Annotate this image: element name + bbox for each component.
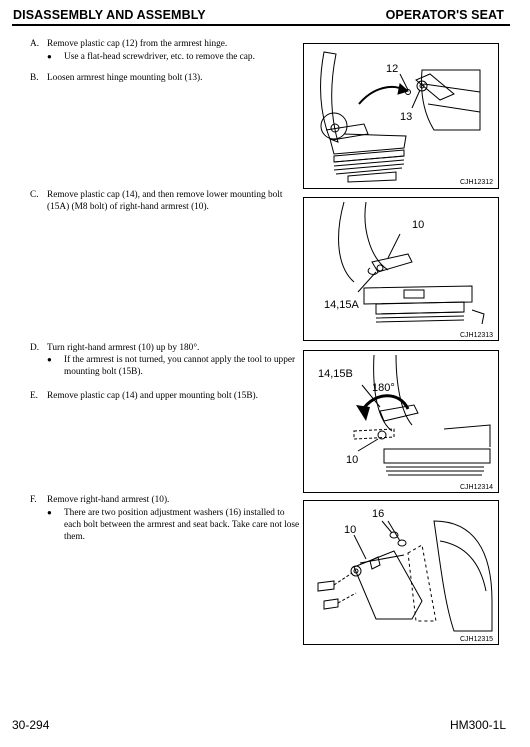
figure-upper-mounting-bolt: 14,15B 180° 10 CJH12314 — [303, 350, 499, 493]
callout-10: 10 — [346, 454, 358, 466]
step-text: Turn right-hand armrest (10) up by 180°. — [47, 343, 200, 353]
step-text: Loosen armrest hinge mounting bolt (13). — [47, 73, 203, 83]
step-a: A. Remove plastic cap (12) from the armr… — [30, 38, 300, 50]
callout-12: 12 — [386, 63, 398, 75]
step-text: Remove right-hand armrest (10). — [47, 495, 170, 505]
callout-13: 13 — [400, 111, 412, 123]
model-number: HM300-1L — [449, 718, 506, 732]
armrest-hinge-illustration: 12 13 CJH12312 — [320, 51, 493, 186]
step-f: F. Remove right-hand armrest (10). — [30, 494, 300, 506]
figure-id: CJH12313 — [460, 332, 493, 339]
step-f-note: ● There are two position adjustment wash… — [47, 507, 301, 543]
step-letter: A. — [30, 39, 40, 49]
note-text: There are two position adjustment washer… — [64, 508, 300, 542]
step-letter: D. — [30, 343, 40, 353]
bullet-icon: ● — [47, 355, 52, 364]
step-c: C. Remove plastic cap (14), and then rem… — [30, 189, 300, 213]
step-text: Remove plastic cap (14) and upper mounti… — [47, 391, 258, 401]
bullet-icon: ● — [47, 508, 52, 517]
step-letter: F. — [30, 495, 37, 505]
callout-180-degrees: 180° — [372, 382, 395, 394]
header-rule — [12, 24, 510, 26]
callout-10: 10 — [412, 219, 424, 231]
note-text: If the armrest is not turned, you cannot… — [64, 355, 296, 377]
section-title: DISASSEMBLY AND ASSEMBLY — [13, 8, 206, 22]
callout-10: 10 — [344, 524, 356, 536]
figure-id: CJH12315 — [460, 636, 493, 643]
callout-16: 16 — [372, 508, 384, 520]
figure-armrest-removal: 16 10 CJH12315 — [303, 500, 499, 645]
bullet-icon: ● — [47, 52, 52, 61]
figure-id: CJH12312 — [460, 179, 493, 186]
step-d-note: ● If the armrest is not turned, you cann… — [47, 354, 301, 378]
lower-bolt-illustration: 10 14,15A CJH12313 — [324, 201, 493, 339]
callout-14-15b: 14,15B — [318, 368, 353, 380]
step-text: Remove plastic cap (12) from the armrest… — [47, 39, 228, 49]
figure-id: CJH12314 — [460, 484, 493, 491]
figure-lower-mounting-bolt: 10 14,15A CJH12313 — [303, 197, 499, 341]
upper-bolt-illustration: 14,15B 180° 10 CJH12314 — [318, 354, 493, 491]
step-text: Remove plastic cap (14), and then remove… — [47, 190, 283, 212]
step-b: B. Loosen armrest hinge mounting bolt (1… — [30, 72, 300, 84]
chapter-title: OPERATOR'S SEAT — [385, 8, 504, 22]
step-d: D. Turn right-hand armrest (10) up by 18… — [30, 342, 300, 354]
step-letter: B. — [30, 73, 39, 83]
armrest-removal-illustration: 16 10 CJH12315 — [317, 508, 493, 643]
step-letter: E. — [30, 391, 39, 401]
note-text: Use a flat-head screwdriver, etc. to rem… — [64, 52, 255, 62]
figure-armrest-hinge-cap: 12 13 CJH12312 — [303, 43, 499, 189]
callout-14-15a: 14,15A — [324, 299, 360, 311]
step-letter: C. — [30, 190, 39, 200]
step-a-note: ● Use a flat-head screwdriver, etc. to r… — [47, 51, 301, 63]
step-e: E. Remove plastic cap (14) and upper mou… — [30, 390, 300, 402]
page-number: 30-294 — [12, 718, 50, 732]
